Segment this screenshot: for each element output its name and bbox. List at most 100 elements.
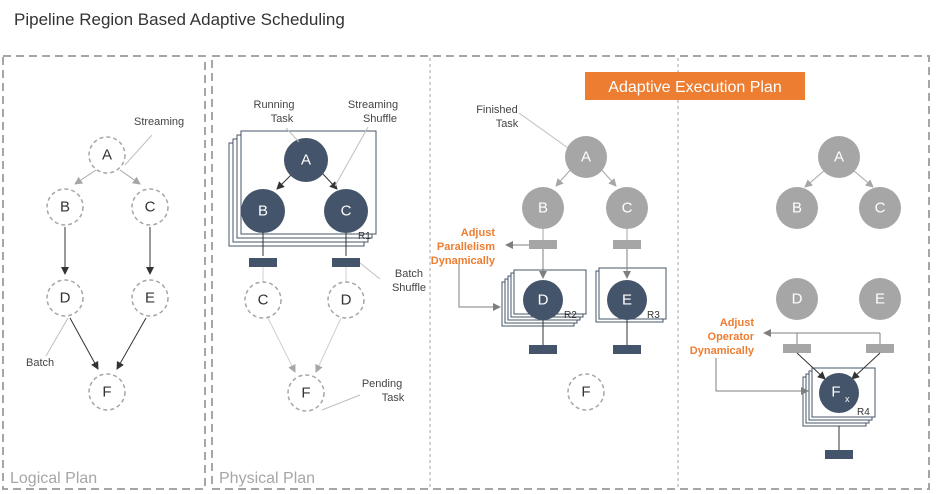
phys-edge-a-c <box>321 172 338 190</box>
ad2-edge-e-f <box>851 352 881 380</box>
streaming-annotation-2: Streaming <box>348 99 398 111</box>
adaptive-plan-banner-text: Adaptive Execution Plan <box>608 79 781 96</box>
adaptive-plan-stage-1: A B C D E R2 R3 F Finished T <box>431 104 667 411</box>
ad2-node-a <box>818 136 860 178</box>
ad2-node-d <box>776 278 818 320</box>
ad2-edge-a-b <box>804 169 826 188</box>
phys-node-c-pending <box>244 281 282 319</box>
ad2-node-c <box>859 187 901 229</box>
batch-shuffle-annotation-2: Shuffle <box>392 282 426 294</box>
logical-node-e <box>131 279 169 317</box>
phys-node-c <box>324 189 368 233</box>
adjust-parallelism-label-1: Adjust <box>461 227 496 239</box>
edge-d-f <box>69 317 99 370</box>
region-r2-label: R2 <box>564 310 577 321</box>
ad1-node-d-label: D <box>538 292 549 309</box>
streaming-annotation: Streaming <box>134 116 184 128</box>
ad2-node-fx <box>819 373 859 413</box>
ad2-node-c-label: C <box>875 200 886 217</box>
phys-node-d-label: D <box>341 292 352 309</box>
ad2-node-f-label: F <box>831 384 840 401</box>
ad2-result-partition-fx <box>825 450 853 459</box>
ad1-node-c-label: C <box>622 200 633 217</box>
phys-edge-a-b <box>276 172 294 190</box>
adjust-operator-label-2: Operator <box>708 331 755 343</box>
ad1-node-f-label: F <box>581 384 590 401</box>
adjust-parallelism-feedback <box>458 262 501 311</box>
running-task-leader <box>285 127 300 143</box>
batch-shuffle-annotation: Batch <box>395 268 423 280</box>
edge-e-f <box>116 317 147 370</box>
adaptive-plan-stage-2: A B C D E F x R4 Adjust Operator Dynamic… <box>690 136 901 459</box>
logical-node-f-label: F <box>102 384 111 401</box>
logical-node-a-label: A <box>102 147 112 164</box>
ad2-result-partition-e <box>866 344 894 353</box>
phys-edge-d-f <box>315 317 342 373</box>
ad2-node-e-label: E <box>875 291 885 308</box>
ad1-node-a <box>565 136 607 178</box>
adjust-parallelism-label-2: Parallelism <box>437 241 495 253</box>
ad1-node-e <box>607 280 647 320</box>
ad1-node-e-label: E <box>622 292 632 309</box>
phys-node-c2-label: C <box>258 292 269 309</box>
batch-annotation: Batch <box>26 357 54 369</box>
ad1-node-b-label: B <box>538 200 548 217</box>
physical-plan-label: Physical Plan <box>219 470 315 487</box>
region-r3-label: R3 <box>647 310 660 321</box>
physical-plan: A B C R1 C D F Running Task Streaming Sh… <box>219 99 426 487</box>
physical-plan-panel <box>211 55 930 490</box>
ad1-result-partition-e <box>613 345 641 354</box>
edge-a-b <box>74 169 97 185</box>
ad1-edge-a-b <box>555 167 573 187</box>
ad1-node-f <box>567 373 605 411</box>
phys-node-f-pending <box>287 374 325 412</box>
batch-leader <box>45 317 69 357</box>
ad1-node-d <box>523 280 563 320</box>
ad2-node-d-label: D <box>792 291 803 308</box>
running-annotation: Running <box>254 99 295 111</box>
region-r1-label: R1 <box>358 231 371 242</box>
adjust-operator-label-1: Adjust <box>720 317 755 329</box>
ad2-node-b-label: B <box>792 200 802 217</box>
logical-node-b-label: B <box>60 199 70 216</box>
logical-plan: A B C D E F Streaming Batch Logical Plan <box>10 116 184 487</box>
phys-node-a <box>284 138 328 182</box>
adjust-operator-label-3: Dynamically <box>690 345 755 357</box>
ad2-node-b <box>776 187 818 229</box>
ad1-edge-a-c <box>599 167 617 187</box>
ad2-node-f-subscript: x <box>845 394 850 404</box>
logical-node-a <box>88 136 126 174</box>
edge-a-c <box>119 169 141 185</box>
streaming-leader <box>124 134 153 166</box>
ad2-edge-a-c <box>852 169 874 188</box>
batch-shuffle-leader <box>359 262 381 280</box>
phys-node-b-label: B <box>258 203 268 220</box>
ad1-node-b <box>522 187 564 229</box>
logical-node-d <box>46 279 84 317</box>
ad2-edge-d-f <box>796 352 826 380</box>
phys-node-f-label: F <box>301 385 310 402</box>
finished-task-annotation: Task <box>496 118 519 130</box>
ad1-node-a-label: A <box>581 149 591 166</box>
ad2-node-e <box>859 278 901 320</box>
logical-node-d-label: D <box>60 290 71 307</box>
logical-plan-label: Logical Plan <box>10 470 97 487</box>
streaming-shuffle-leader <box>334 126 369 187</box>
logical-node-c-label: C <box>145 199 156 216</box>
running-task-annotation: Task <box>271 113 294 125</box>
shuffle-annotation: Shuffle <box>363 113 397 125</box>
finished-annotation: Finished <box>476 104 518 116</box>
pending-task-leader <box>321 394 361 411</box>
ad1-result-partition-c <box>613 240 641 249</box>
adaptive-plan-banner <box>585 72 805 100</box>
phys-node-b <box>241 189 285 233</box>
ad2-result-partition-d <box>783 344 811 353</box>
logical-node-c <box>131 188 169 226</box>
pending-annotation: Pending <box>362 378 402 390</box>
ad2-node-a-label: A <box>834 149 844 166</box>
adjust-operator-feedback <box>715 358 809 395</box>
result-partition-c <box>332 258 360 267</box>
logical-node-e-label: E <box>145 290 155 307</box>
adjust-parallelism-label-3: Dynamically <box>431 255 496 267</box>
logical-node-b <box>46 188 84 226</box>
